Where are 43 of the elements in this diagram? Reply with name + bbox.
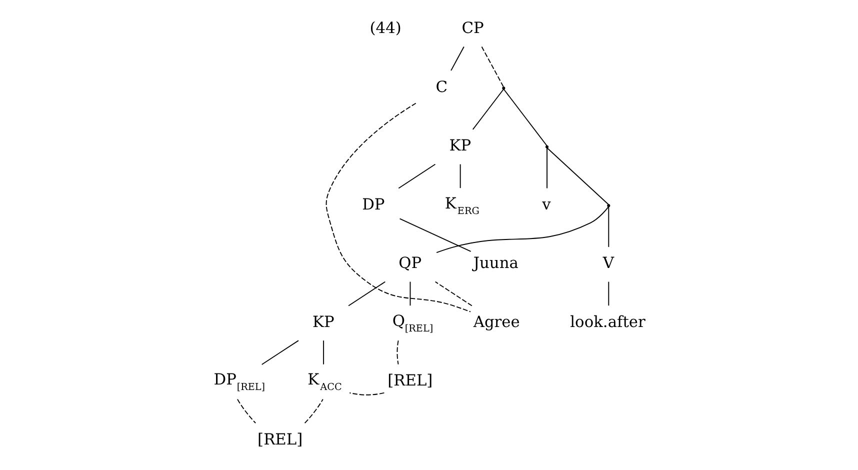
node-text: K$_{ERG}$ [444, 194, 479, 217]
node-text: DP [362, 195, 384, 214]
node-text: Q$_{[REL]}$ [392, 312, 433, 334]
connector [348, 281, 386, 306]
connector [546, 148, 608, 205]
node-text: KP [312, 312, 334, 331]
node-point [502, 86, 505, 90]
connector [436, 206, 609, 254]
node-text: CP [461, 19, 484, 38]
connector [502, 88, 547, 146]
connector [480, 46, 504, 88]
connector [325, 102, 470, 312]
connector [450, 46, 464, 72]
node-point [606, 204, 610, 208]
connector [260, 340, 298, 365]
connector [546, 148, 547, 189]
node-text: C [435, 78, 448, 96]
connector [608, 281, 609, 306]
connector [608, 206, 609, 248]
connector [236, 398, 256, 424]
connector [322, 340, 324, 365]
connector [348, 392, 384, 396]
node-text: [REL] [387, 372, 432, 390]
connector [459, 164, 460, 189]
label: (44) [369, 19, 401, 38]
node-text: look.after [570, 312, 645, 331]
node-text: v [542, 195, 550, 214]
node-text: V [602, 254, 614, 272]
node-text: KP [448, 136, 471, 155]
node-text: K$_{ACC}$ [307, 370, 342, 394]
node-text: QP [398, 254, 422, 272]
node-text: Agree [472, 312, 520, 331]
node-text: DP$_{[REL]}$ [213, 370, 265, 394]
node-point [544, 145, 548, 148]
node-text: [REL] [257, 430, 302, 448]
connector [434, 281, 472, 306]
connector [304, 398, 323, 424]
connector [409, 281, 410, 306]
connector [396, 340, 398, 365]
connector [398, 164, 436, 189]
connector [398, 218, 471, 252]
node-text: Juuna [472, 254, 518, 272]
connector [472, 88, 504, 130]
